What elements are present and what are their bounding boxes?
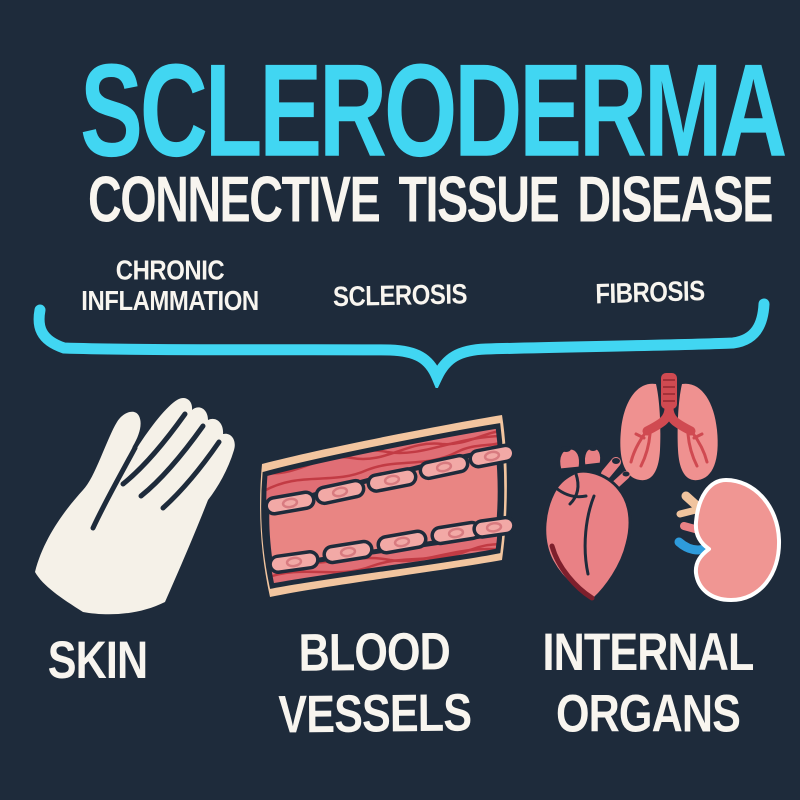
- lungs-icon: [620, 373, 718, 481]
- target-label-line: VESSELS: [278, 684, 472, 745]
- process-label-line: CHRONIC: [115, 253, 225, 287]
- heart-icon: [543, 445, 632, 601]
- process-label-chronic-inflammation: CHRONIC INFLAMMATION: [50, 255, 289, 315]
- poster-subtitle: CONNECTIVE TISSUE DISEASE: [88, 163, 773, 236]
- target-label-line: ORGANS: [555, 685, 741, 744]
- poster-title: SCLERODERMA: [80, 37, 787, 185]
- kidney-body: [693, 478, 782, 602]
- trachea-rings: [663, 379, 675, 402]
- heart-grooves: [554, 472, 596, 576]
- heart-shading: [549, 543, 595, 601]
- finger-lines: [90, 411, 222, 531]
- blood-vessel-icon: [260, 415, 514, 597]
- target-label-line: INTERNAL: [542, 623, 755, 682]
- kidney-icon: [674, 478, 782, 602]
- target-label-blood-vessels: BLOOD VESSELS: [275, 621, 474, 746]
- curly-brace-icon: [33, 298, 770, 388]
- target-label-line: BLOOD: [298, 622, 451, 683]
- hand-skin-icon: [35, 398, 235, 615]
- process-label-line: INFLAMMATION: [81, 283, 259, 317]
- internal-organs-icon: [543, 373, 782, 602]
- trachea: [661, 373, 677, 409]
- endothelial-cells: [264, 443, 514, 574]
- target-label-line: SKIN: [47, 631, 148, 691]
- target-label-internal-organs: INTERNAL ORGANS: [542, 622, 755, 745]
- target-label-skin: SKIN: [25, 631, 170, 693]
